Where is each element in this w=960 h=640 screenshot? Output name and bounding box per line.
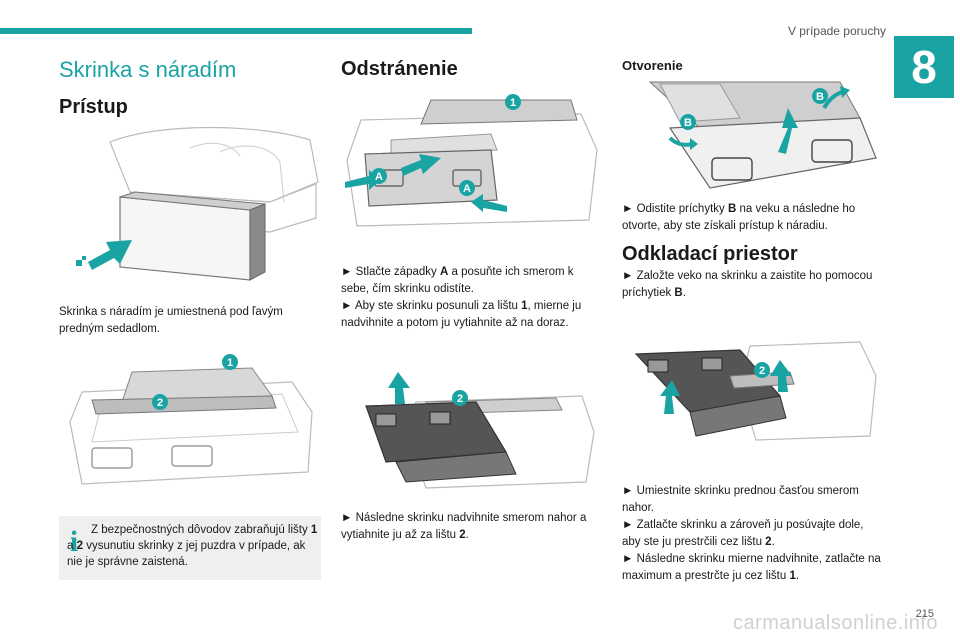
figure-latches-a: A A 1	[341, 90, 603, 236]
access-text: Skrinka s náradím je umiestnená pod ľavý…	[59, 306, 283, 335]
safety-info-box: i Z bezpečnostných dôvodov zabraňujú liš…	[59, 516, 321, 580]
fig-label-bar2-insert: 2	[759, 365, 765, 377]
heading-opening: Otvorenie	[622, 58, 683, 73]
info-icon: i	[69, 525, 79, 558]
fig-label-bar1-remove: 1	[510, 97, 516, 109]
fig-label-bar2-remove: 2	[457, 393, 463, 405]
removal-steps: ► Stlačte západky A a posuňte ich smerom…	[341, 266, 582, 329]
storage-step: ► Založte veko na skrinku a zaistite ho …	[622, 270, 873, 299]
fig-label-latch-left: A	[375, 171, 383, 183]
figure-bars-1-2: 1 2	[62, 352, 320, 502]
section-title: Skrinka s náradím	[59, 57, 237, 82]
figure-seat-toolbox	[70, 122, 322, 282]
page-number: 215	[915, 608, 934, 620]
watermark: carmanualsonline.info	[732, 612, 938, 634]
fig-label-latch-right: A	[463, 183, 471, 195]
fig-label-bar1: 1	[227, 357, 233, 369]
figure-insert-box: 2	[630, 336, 880, 446]
final-steps: ► Umiestnite skrinku prednou časťou smer…	[622, 485, 881, 582]
fig-label-bar2: 2	[157, 397, 163, 409]
opening-step: ► Odistite príchytky B na veku a následn…	[622, 203, 856, 232]
header-accent-bar	[0, 28, 472, 34]
heading-removal: Odstránenie	[341, 58, 458, 80]
fig-label-clip-left: B	[684, 117, 692, 129]
removal-step-3: ► Následne skrinku nadvihnite smerom nah…	[341, 512, 587, 541]
heading-storage: Odkladací priestor	[622, 243, 798, 265]
heading-access: Prístup	[59, 96, 128, 118]
chapter-number-badge: 8	[894, 36, 954, 98]
safety-info-text: Z bezpečnostných dôvodov zabraňujú lišty…	[67, 524, 318, 568]
figure-lift-bar-2: 2	[356, 362, 596, 492]
figure-clips-b: B B	[640, 78, 880, 196]
fig-label-clip-right: B	[816, 91, 824, 103]
chapter-title: V prípade poruchy	[787, 24, 886, 38]
